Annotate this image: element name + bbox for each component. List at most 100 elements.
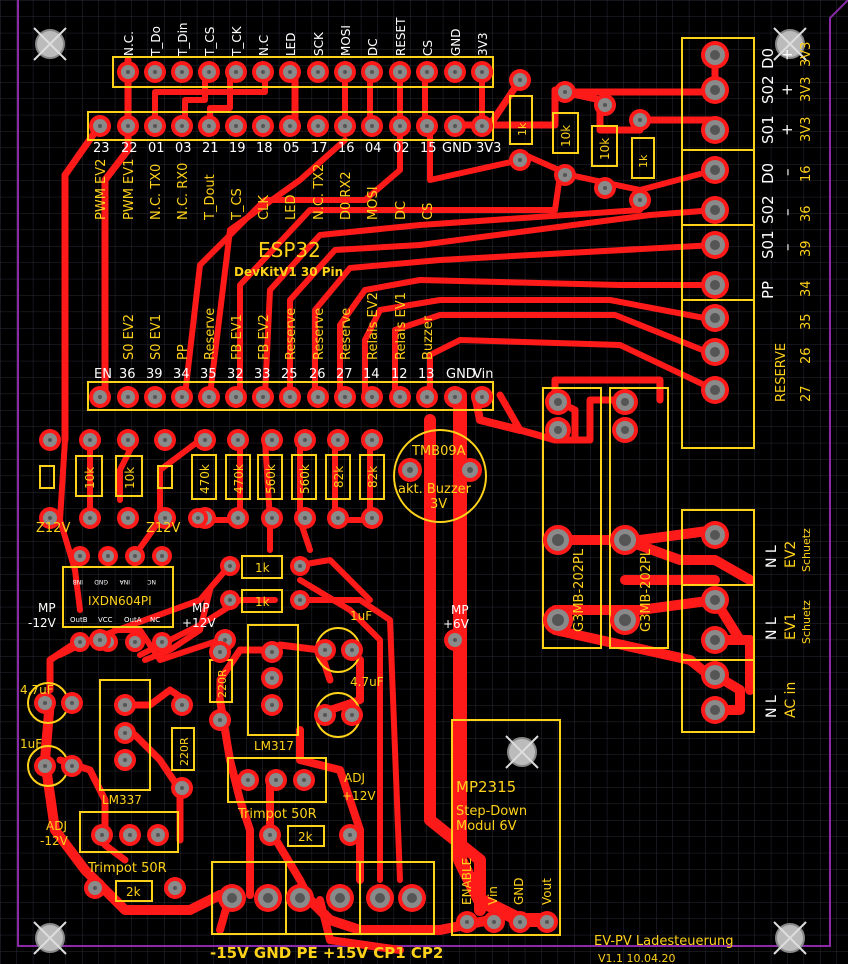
right-conn-pad-4-hole	[710, 205, 720, 215]
cap4-a-hole	[323, 713, 327, 717]
res-mid-top-1-hole	[236, 438, 240, 442]
bottom-func-label-2: PP	[176, 344, 191, 360]
res-mid-top-2-hole	[270, 438, 274, 442]
ev-conn-name-0: EV2	[783, 541, 799, 568]
right-conn-sign-4: –	[778, 209, 796, 217]
bottom-func-label-6: Reserve	[284, 308, 299, 360]
mp2315-pad-0-hole	[465, 920, 469, 924]
right-conn-pad-6-hole	[710, 280, 720, 290]
resistor-mid-labels: 470k 470k 560k 560k 82k 82k	[198, 464, 380, 494]
esp-header-pad-8-hole	[343, 70, 347, 74]
r1k-b-hole	[298, 564, 302, 568]
r1k2-a-hole	[228, 598, 232, 602]
esp-top-row-pad-3-hole	[180, 124, 184, 128]
res-left-label-2: 10k	[123, 467, 137, 489]
driver-ic-name: IXDN604PI	[88, 594, 152, 608]
row-func-label-2: N.C. TX0	[149, 164, 164, 220]
bottom-pin-label-11: 12	[391, 367, 408, 382]
esp-bottom-row-outline	[87, 381, 494, 411]
lm337-pad-1-hole	[123, 703, 127, 707]
top-header-label-4: T_CK	[230, 25, 244, 57]
buzzer-label: akt. Buzzer	[398, 482, 472, 497]
zener-res-pad-3-hole	[48, 438, 52, 442]
lm317-outline	[247, 624, 299, 736]
ic-bot-pad-3-hole	[160, 640, 164, 644]
ev-conn-pad-4-hole	[710, 705, 720, 715]
row-pin-label-1: 22	[121, 141, 138, 156]
driver-top-pin-0: INB	[73, 578, 83, 585]
esp-top-row-pad-5-hole	[234, 124, 238, 128]
bottom-pin-label-12: 13	[418, 367, 435, 382]
cap3-a-hole	[323, 648, 327, 652]
esp-subtitle: DevKitV1 30 Pin	[234, 265, 343, 279]
row-func-label-1: PWM EV1	[122, 159, 137, 220]
top-header-label-13: 3V3	[476, 33, 490, 56]
right-conn-sign-0: +	[778, 48, 796, 61]
lm317-pad-1-hole	[270, 650, 274, 654]
bottom-pin-label-2: 39	[146, 367, 163, 382]
right-conn-volt-0: 3V3	[799, 42, 814, 67]
zener-label-2: Z12V	[146, 521, 180, 536]
top-header-label-6: LED	[284, 32, 298, 56]
buzzer-volt: 3V	[430, 497, 447, 512]
footer-title: EV-PV Ladesteuerung	[594, 934, 734, 949]
esp-bottom-row-pad-13-hole	[453, 395, 457, 399]
bottom-func-label-11: Buzzer	[421, 315, 436, 360]
relay1-pad-d-hole	[552, 614, 564, 626]
mounting-hole-bottom-right	[773, 921, 807, 955]
top-header-label-10: RESET	[394, 17, 408, 56]
r220-a-hole	[218, 650, 222, 654]
mp2315-line2: Modul 6V	[456, 819, 517, 834]
right-conn-volt-1: 3V3	[799, 77, 814, 102]
bottom-pin-label-4: 35	[200, 367, 217, 382]
relay2-pad-b-hole	[621, 426, 629, 434]
row-pin-label-2: 01	[148, 141, 165, 156]
resistor-small-labels: 1k 10k 10k 1k	[516, 122, 650, 168]
right-connector-outline	[681, 37, 755, 449]
mp-minus12-line1: MP	[38, 601, 56, 615]
mp2315-title: MP2315	[456, 778, 516, 796]
res10k-b-hole	[563, 173, 567, 177]
trimpot-1-outline	[79, 811, 179, 853]
row-func-label-0: PWM EV2	[94, 159, 109, 220]
esp-header-pad-10-hole	[398, 70, 402, 74]
right-conn-sign-5: –	[778, 244, 796, 252]
zener-res-pad-6-hole	[48, 516, 52, 520]
right-conn-pad-7-hole	[710, 313, 720, 323]
ic-bot-pad-0-hole	[78, 640, 82, 644]
adj-minus12-line1: ADJ	[46, 819, 67, 833]
bottom-pin-label-1: 36	[119, 367, 136, 382]
row-pin-label-0: 23	[93, 141, 110, 156]
res-mid-bot-2-hole	[270, 516, 274, 520]
lm317-pad-2-hole	[270, 676, 274, 680]
esp-header-pad-1-hole	[153, 70, 157, 74]
ev-conn-pad-1-hole	[710, 595, 720, 605]
esp-bottom-row-pad-5-hole	[234, 395, 238, 399]
relay-1-outline	[542, 387, 602, 649]
bottom-func-label-3: Reserve	[203, 308, 218, 360]
ic-bot-pad-2-hole	[133, 640, 137, 644]
res10k2-b-hole	[603, 186, 607, 190]
bottom-pin-label-13: GND	[446, 367, 476, 382]
bottom-conn-pad-2-hole	[295, 893, 305, 903]
esp-top-row-pad-10-hole	[370, 124, 374, 128]
row-func-label-12: CS	[421, 203, 436, 220]
res-label-4: 1k	[637, 154, 650, 168]
esp-bottom-row-pad-11-hole	[398, 395, 402, 399]
res-mid-top-4-hole	[336, 438, 340, 442]
right-conn-volt-8: 26	[799, 347, 814, 364]
buzzer-pad-2-hole	[467, 467, 473, 473]
bottom-conn-pad-3-hole	[335, 893, 345, 903]
row-pin-label-3: 03	[175, 141, 192, 156]
trim2-a-hole	[246, 778, 250, 782]
res-2k-label-1: 2k	[126, 885, 141, 899]
mp2315-pin-2: GND	[512, 877, 526, 905]
buzzer-pad-1-hole	[407, 467, 413, 473]
esp-bottom-row-pad-3-hole	[180, 395, 184, 399]
buzzer-outline	[393, 429, 487, 523]
zener-res-pad-7-hole	[163, 516, 167, 520]
